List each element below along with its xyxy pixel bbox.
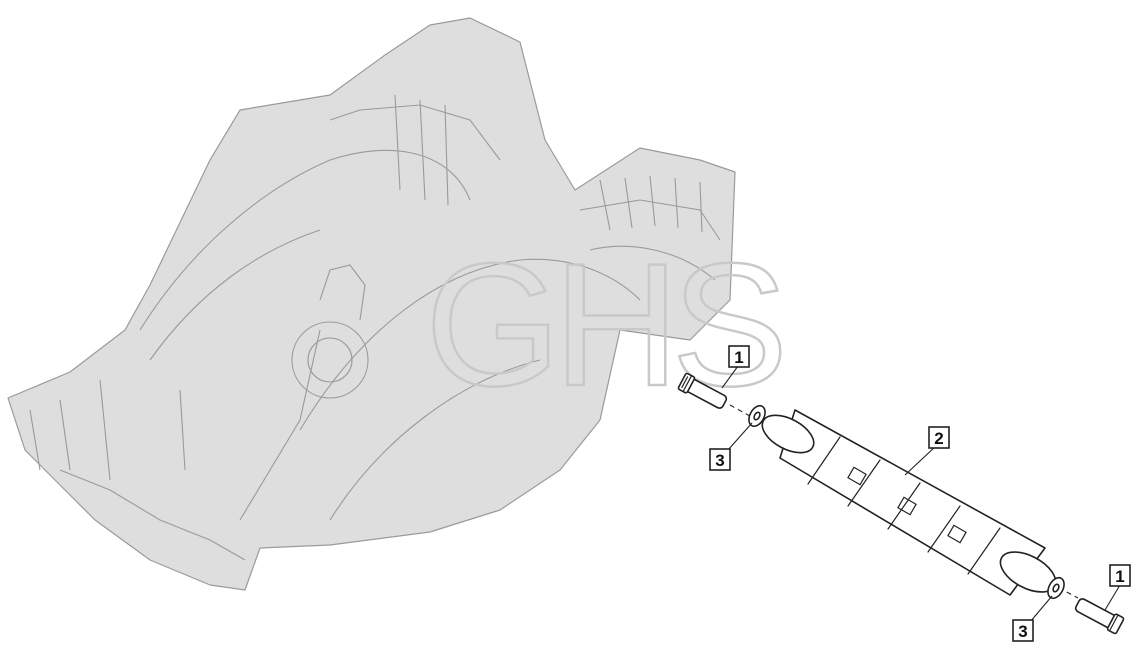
leader-washer-bottom [1029,595,1053,623]
callout-label: 2 [934,429,943,448]
callout-pin-top: 1 [728,345,750,368]
pin-bottom [1074,598,1125,635]
washer-top [748,404,766,428]
callout-label: 1 [734,348,743,367]
leader-roller [904,445,937,476]
callout-pin-bottom: 1 [1109,564,1131,587]
leader-washer-top [727,422,753,451]
callout-label: 3 [1018,622,1027,641]
leader-pin-bottom [1104,584,1121,611]
callout-washer-top: 3 [709,448,731,471]
callout-label: 1 [1115,567,1124,586]
mower-deck-housing [7,17,736,591]
watermark: GHS [425,228,781,423]
callout-washer-bottom: 3 [1012,619,1034,642]
roller [761,409,1057,596]
axis-line-bottom [1034,574,1079,599]
pin-top [677,372,728,409]
callout-roller: 2 [928,426,950,449]
callout-label: 3 [715,451,724,470]
leader-pin-top [721,365,739,389]
